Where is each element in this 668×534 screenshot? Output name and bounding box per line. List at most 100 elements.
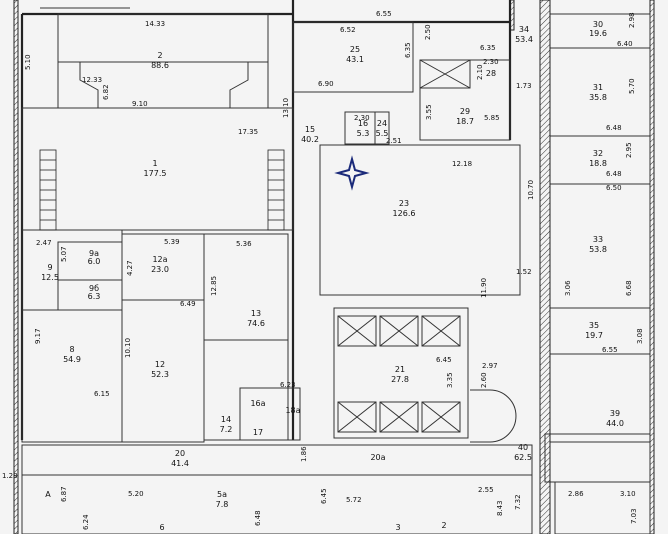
dim-label: 6.35 [404, 42, 412, 58]
room-num: 17 [253, 428, 263, 437]
dim-label: 6.82 [102, 84, 110, 100]
dimension-labels: 14.33 5.10 12.33 6.82 9.10 17.35 13.10 6… [2, 10, 644, 530]
dim-label: 10.70 [527, 180, 535, 200]
room-area: 62.5 [514, 453, 532, 462]
room-area: 18.8 [589, 159, 607, 168]
room-num: 13 [251, 309, 261, 318]
dim-label: 12.33 [82, 76, 102, 84]
room-num: 20a [370, 453, 385, 462]
dim-label: 8.43 [496, 500, 504, 516]
dim-label: 3.10 [620, 490, 636, 498]
dim-label: 17.35 [238, 128, 258, 136]
dim-label: 6.50 [606, 184, 622, 192]
room-num: 25 [350, 45, 360, 54]
dim-label: 3.06 [564, 280, 572, 296]
dim-label: 6.15 [94, 390, 110, 398]
dim-label: 5.20 [128, 490, 144, 498]
dim-label: 3.35 [446, 372, 454, 388]
room-area: 5.5 [376, 129, 389, 138]
room-num: 16 [358, 119, 368, 128]
room-block-west [21, 13, 294, 443]
dim-label: 10.10 [124, 338, 132, 358]
dim-label: 2.30 [354, 114, 370, 122]
dim-label: 6.24 [82, 514, 90, 530]
room-num: 8 [69, 345, 74, 354]
room-num: 9б [89, 284, 99, 293]
dim-label: 1.28 [2, 472, 18, 480]
room-area: 53.4 [515, 35, 533, 44]
dim-label: 6.49 [180, 300, 196, 308]
dim-label: 2.30 [483, 58, 499, 66]
room-num: 34 [519, 25, 529, 34]
room-num: 29 [460, 107, 470, 116]
room-num: 18a [285, 406, 300, 415]
dim-label: 6.68 [625, 280, 633, 296]
dim-label: 12.18 [452, 160, 472, 168]
dim-label: 5.07 [60, 246, 68, 262]
dim-label: 5.39 [164, 238, 180, 246]
dim-label: 4.27 [126, 260, 134, 276]
room-area: 74.6 [247, 319, 265, 328]
dim-label: 1.52 [516, 268, 532, 276]
dim-label: 5.70 [628, 78, 636, 94]
room-num: 16a [250, 399, 265, 408]
dim-label: 6.87 [60, 486, 68, 502]
room-num: 35 [589, 321, 599, 330]
room-num: 12a [152, 255, 167, 264]
room-area: 5.3 [357, 129, 370, 138]
dim-label: 2.60 [480, 372, 488, 388]
dim-label: 13.10 [282, 98, 290, 118]
room-num: 9 [47, 263, 52, 272]
dim-label: 6.55 [602, 346, 618, 354]
room-num: 21 [395, 365, 405, 374]
room-block-center [21, 21, 533, 534]
room-num: 40 [518, 443, 528, 452]
dim-label: 3.08 [636, 328, 644, 344]
room-area: 6.3 [88, 292, 101, 301]
dim-label: 2.50 [424, 24, 432, 40]
room-area: 52.3 [151, 370, 169, 379]
outer-walls [13, 0, 655, 534]
room-area: 19.7 [585, 331, 603, 340]
room-area: 23.0 [151, 265, 169, 274]
room-num: 24 [377, 119, 387, 128]
room-num: 3 [395, 523, 400, 532]
room-num: 2 [441, 521, 446, 530]
room-block-east [509, 0, 651, 534]
room-num: 12 [155, 360, 165, 369]
dim-label: 2.95 [625, 142, 633, 158]
room-area: 126.6 [393, 209, 416, 218]
room-num: 6 [159, 523, 164, 532]
room-num: 5a [217, 490, 227, 499]
room-area: 88.6 [151, 61, 169, 70]
room-num: 28 [486, 69, 496, 78]
dim-label: 12.85 [210, 276, 218, 296]
dim-label: 6.55 [376, 10, 392, 18]
room-area: 54.9 [63, 355, 81, 364]
room-num: 31 [593, 83, 603, 92]
dim-label: 5.36 [236, 240, 252, 248]
dim-label: 5.85 [484, 114, 500, 122]
room-num: A [45, 490, 51, 499]
room-area: 44.0 [606, 419, 624, 428]
dim-label: 1.86 [300, 446, 308, 462]
dim-label: 1.73 [516, 82, 532, 90]
room-num: 1 [152, 159, 157, 168]
room-labels: 2 88.6 1 177.5 25 43.1 15 40.2 16 5.3 24… [41, 20, 624, 532]
room-num: 32 [593, 149, 603, 158]
room-area: 177.5 [144, 169, 167, 178]
dim-label: 6.23 [280, 381, 296, 389]
room-area: 7.8 [216, 500, 229, 509]
room-area: 19.6 [589, 29, 607, 38]
dim-label: 6.45 [320, 488, 328, 504]
dim-label: 7.32 [514, 494, 522, 510]
room-area: 6.0 [88, 257, 101, 266]
room-area: 41.4 [171, 459, 189, 468]
room-area: 40.2 [301, 135, 319, 144]
room-num: 14 [221, 415, 231, 424]
room-area: 18.7 [456, 117, 474, 126]
dim-label: 7.03 [630, 508, 638, 524]
room-area: 43.1 [346, 55, 364, 64]
room-num: 39 [610, 409, 620, 418]
dim-label: 6.48 [606, 170, 622, 178]
